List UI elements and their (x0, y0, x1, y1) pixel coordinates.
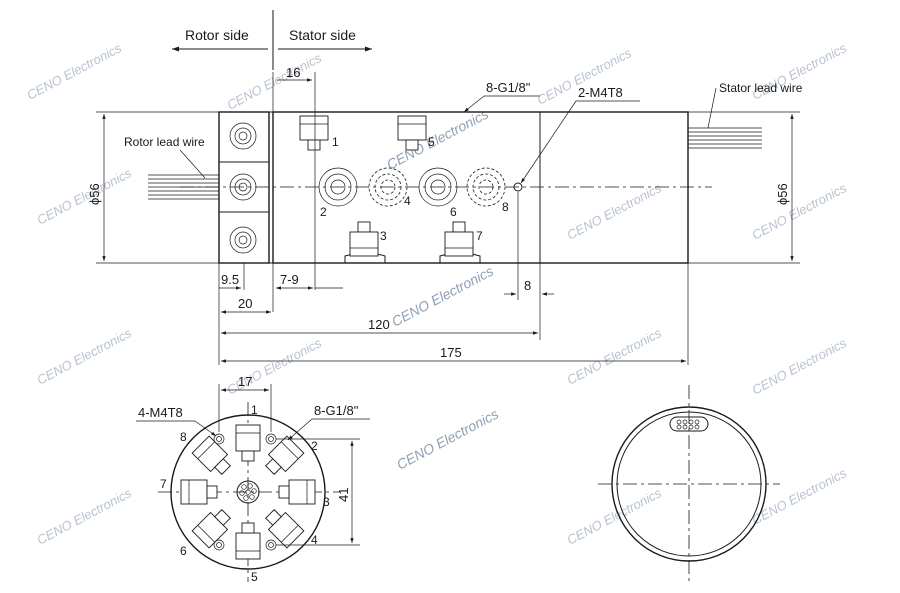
port-number: 3 (380, 229, 387, 243)
port-number: 4 (404, 194, 411, 208)
end-fitting-8 (191, 435, 231, 475)
port-number: 4 (311, 533, 318, 547)
end-fitting-3 (278, 479, 316, 505)
port-number: 2 (320, 205, 327, 219)
fitting-port-1 (299, 115, 329, 151)
stator-lead-wire-label: Stator lead wire (719, 81, 803, 95)
fitting-port-7 (444, 221, 474, 257)
dimension-8: 8 (524, 278, 531, 293)
port-number: 5 (428, 135, 435, 149)
rear-view-inner (616, 411, 762, 557)
end-mount-hole (265, 539, 277, 551)
diameter-right: ϕ56 (775, 183, 790, 205)
dimension-175: 175 (440, 345, 462, 360)
end-ports-label: 8-G1/8" (314, 403, 359, 418)
port-number: 7 (476, 229, 483, 243)
end-mount-hole (213, 539, 225, 551)
port-number: 5 (251, 570, 258, 584)
watermark: CENO Electronics (389, 263, 496, 330)
center-wire-bundle (236, 480, 260, 504)
rotor-bolt (229, 226, 257, 254)
port-number: 6 (180, 544, 187, 558)
dimension-41: 41 (336, 488, 351, 502)
watermark: CENO Electronics (564, 180, 664, 243)
stator-side-label: Stator side (289, 27, 356, 43)
rotor-side-label: Rotor side (185, 27, 249, 43)
watermark-layer: CENO Electronics CENO Electronics CENO E… (24, 40, 849, 548)
watermark: CENO Electronics (34, 165, 134, 228)
rotor-lead-wire-label: Rotor lead wire (124, 135, 205, 149)
end-mount-holes-label: 4-M4T8 (138, 405, 183, 420)
watermark: CENO Electronics (749, 180, 849, 243)
port-number: 8 (502, 200, 509, 214)
dimension-120: 120 (368, 317, 390, 332)
dimension-16: 16 (286, 65, 300, 80)
mount-holes-callout-label: 2-M4T8 (578, 85, 623, 100)
end-fitting-2 (265, 435, 305, 475)
ports-callout-label: 8-G1/8" (486, 80, 531, 95)
dimension-9-5: 9.5 (221, 272, 239, 287)
port-number: 1 (251, 403, 258, 417)
side-view: Rotor lead wire Stator lead wire 1 2 3 4… (87, 65, 803, 365)
end-fitting-4 (265, 509, 305, 549)
dimension-7-9: 7-9 (280, 272, 299, 287)
side-indicator: Rotor side Stator side (172, 10, 372, 70)
end-fitting-1 (235, 424, 261, 462)
end-fitting-7 (180, 479, 218, 505)
diameter-left: ϕ56 (87, 183, 102, 205)
wire-exit-slot (669, 416, 709, 432)
dimension-20: 20 (238, 296, 252, 311)
rotor-bolt (229, 122, 257, 150)
watermark: CENO Electronics (749, 335, 849, 398)
port-number: 3 (323, 495, 330, 509)
port-number: 8 (180, 430, 187, 444)
watermark: CENO Electronics (24, 40, 124, 103)
end-mount-hole (265, 433, 277, 445)
end-mount-hole (213, 433, 225, 445)
end-view: 1 2 3 4 5 6 7 8 4-M4T8 8-G1/8" 17 41 (136, 374, 370, 584)
end-fitting-6 (191, 509, 231, 549)
end-fitting-5 (235, 522, 261, 560)
rotor-block (218, 111, 270, 264)
port-number: 1 (332, 135, 339, 149)
watermark: CENO Electronics (224, 50, 324, 113)
port-number: 7 (160, 477, 167, 491)
dimension-17: 17 (238, 374, 252, 389)
port-number: 2 (311, 439, 318, 453)
watermark: CENO Electronics (394, 406, 501, 473)
rotor-lead-wire-bundle (148, 174, 219, 200)
watermark: CENO Electronics (34, 325, 134, 388)
fitting-port-5 (397, 115, 427, 151)
stator-lead-wire-bundle (688, 127, 762, 149)
watermark: CENO Electronics (564, 325, 664, 388)
watermark: CENO Electronics (564, 485, 664, 548)
port-number: 6 (450, 205, 457, 219)
fitting-port-3 (349, 221, 379, 257)
rear-view (598, 385, 780, 583)
watermark: CENO Electronics (34, 485, 134, 548)
